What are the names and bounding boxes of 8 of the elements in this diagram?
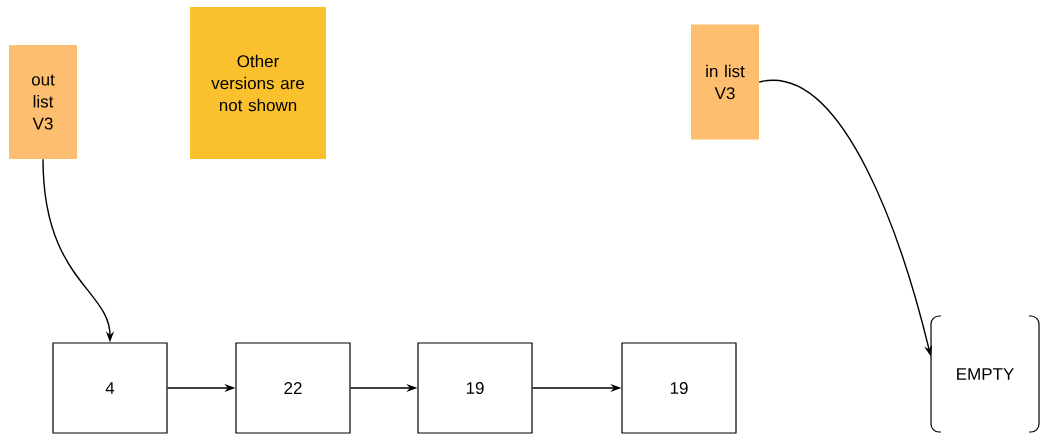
list-cell: 19: [417, 342, 533, 434]
pointer-box: in list V3: [691, 24, 759, 140]
list-cell: 22: [235, 342, 351, 434]
empty-list-box: EMPTY: [930, 315, 1040, 433]
list-cell: 19: [621, 342, 737, 434]
list-cell: 4: [52, 342, 168, 434]
pointer-box: out list V3: [9, 45, 77, 159]
note-box: Other versions are not shown: [190, 7, 326, 159]
